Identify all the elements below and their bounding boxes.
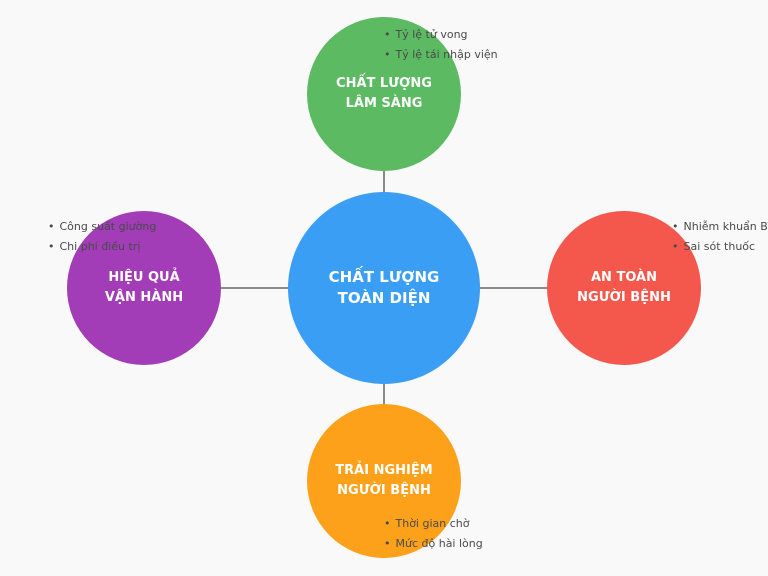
connector-left: [218, 287, 292, 289]
bullet-dot: •: [48, 239, 55, 253]
bullet-item: • Nhiễm khuẩn BV: [672, 217, 768, 237]
patient-experience-bullets: • Thời gian chờ • Mức độ hài lòng: [384, 514, 483, 553]
bullet-item: • Sai sót thuốc: [672, 237, 768, 257]
clinical-quality-node[interactable]: CHẤT LƯỢNG LÂM SÀNG: [307, 17, 461, 171]
clinical-quality-bullets: • Tỷ lệ tử vong • Tỷ lệ tái nhập viện: [384, 25, 498, 64]
bullet-text: Thời gian chờ: [395, 517, 470, 530]
center-node-line2: TOÀN DIỆN: [337, 289, 431, 307]
connector-top: [383, 168, 385, 198]
bullet-dot: •: [384, 517, 391, 530]
clinical-quality-line2: LÂM SÀNG: [345, 96, 423, 111]
patient-safety-line1: AN TOÀN: [591, 270, 657, 285]
patient-experience-node[interactable]: TRẢI NGHIỆM NGƯỜI BỆNH: [307, 404, 461, 558]
bullet-item: • Tỷ lệ tử vong: [384, 25, 498, 45]
bullet-text: Công suất giường: [59, 220, 157, 233]
clinical-quality-line1: CHẤT LƯỢNG: [336, 76, 432, 91]
bullet-dot: •: [384, 536, 391, 550]
bullet-text: Mức độ hài lòng: [395, 536, 483, 550]
bullet-item: • Công suất giường: [48, 217, 156, 237]
bullet-dot: •: [672, 220, 679, 233]
patient-safety-line2: NGƯỜI BỆNH: [577, 290, 671, 305]
connector-bottom: [383, 380, 385, 406]
operational-efficiency-bullets: • Công suất giường • Chi phí điều trị: [48, 217, 156, 256]
bullet-text: Tỷ lệ tử vong: [395, 28, 468, 41]
bullet-text: Tỷ lệ tái nhập viện: [395, 47, 498, 61]
bullet-text: Sai sót thuốc: [683, 239, 756, 253]
bullet-dot: •: [384, 47, 391, 61]
bullet-dot: •: [672, 239, 679, 253]
bullet-item: • Mức độ hài lòng: [384, 534, 483, 554]
center-node[interactable]: CHẤT LƯỢNG TOÀN DIỆN: [288, 192, 480, 384]
connector-right: [476, 287, 552, 289]
bullet-item: • Chi phí điều trị: [48, 237, 156, 257]
patient-safety-node[interactable]: AN TOÀN NGƯỜI BỆNH: [547, 211, 701, 365]
bullet-dot: •: [384, 28, 391, 41]
patient-experience-line1: TRẢI NGHIỆM: [335, 463, 433, 478]
bullet-text: Chi phí điều trị: [59, 239, 141, 253]
operational-efficiency-line2: VẬN HÀNH: [104, 290, 184, 305]
center-node-line1: CHẤT LƯỢNG: [328, 268, 440, 286]
operational-efficiency-line1: HIỆU QUẢ: [108, 270, 180, 285]
bullet-dot: •: [48, 220, 55, 233]
patient-experience-line2: NGƯỜI BỆNH: [337, 483, 431, 498]
operational-efficiency-node[interactable]: HIỆU QUẢ VẬN HÀNH: [67, 211, 221, 365]
bullet-item: • Tỷ lệ tái nhập viện: [384, 45, 498, 65]
patient-safety-bullets: • Nhiễm khuẩn BV • Sai sót thuốc: [672, 217, 768, 256]
bullet-item: • Thời gian chờ: [384, 514, 483, 534]
bullet-text: Nhiễm khuẩn BV: [683, 220, 768, 233]
